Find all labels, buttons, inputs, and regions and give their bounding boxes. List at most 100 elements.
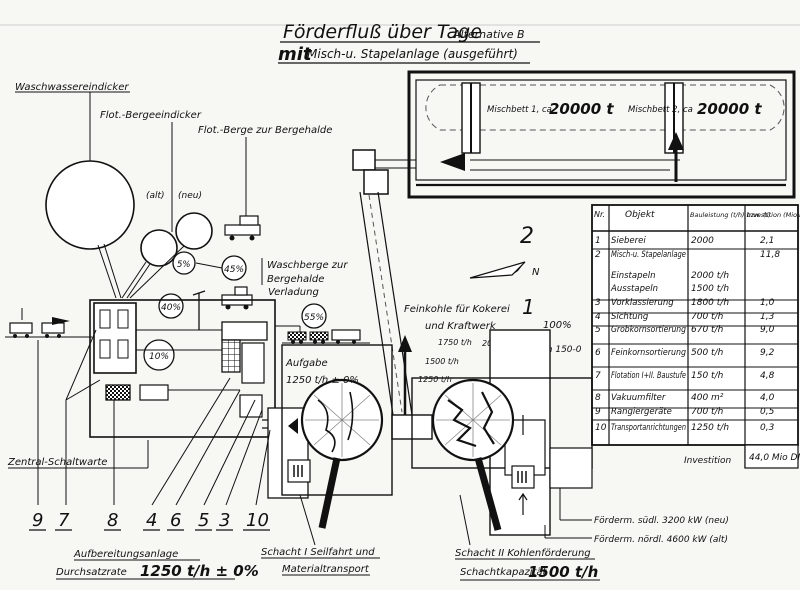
ref-number: 3 [219,510,230,531]
table-cell-nr: 9 [595,407,601,417]
pct-10-bubble [143,339,175,371]
bed1-label: Mischbett 1, ca [487,105,552,115]
th-objekt: Objekt [625,210,655,220]
schacht2-label2: Schachtkapazität [460,567,548,578]
table-cell-objekt: Einstapeln [611,271,655,281]
table-cell-nr: 1 [595,236,601,246]
th-nr: Nr. [594,210,605,219]
title-line1: Förderfluß über Tage [283,21,482,43]
table-cell-objekt: Sichtung [611,312,649,322]
transfer-tower [352,149,376,171]
dump-truck [224,215,261,241]
pct-40: 40% [161,303,181,313]
pct-45: 45% [224,265,244,275]
table-cell-investition: 4,0 [760,393,775,403]
inclined-conveyor [359,191,394,416]
waschberge-label2: Bergehalde [267,274,324,285]
table-cell-bauleistung: 400 m² [691,393,724,403]
pct-10: 10% [149,352,169,362]
storage-number: 2 [520,224,534,249]
flow-arrow-up [668,132,684,150]
bed1-capacity: 20000 t [549,100,614,118]
ref-number: 5 [198,510,209,531]
table-cell-bauleistung: 1250 t/h [691,423,729,433]
total-label: Investition [684,456,731,466]
table-cell-investition: 1,0 [760,298,775,308]
aufgabe-label2: 1250 t/h ± 0% [286,375,359,386]
table-cell-bauleistung: 2000 t/h [691,271,729,281]
table-cell-bauleistung: 670 t/h [691,325,724,335]
aufgabe-label1: Aufgabe [285,358,328,369]
title-line2: Misch-u. Stapelanlage (ausgeführt) [307,47,518,61]
table-cell-bauleistung: 700 t/h [691,312,724,322]
flow-arrow-left [440,153,465,171]
table-cell-nr: 7 [595,371,601,381]
left-train [5,308,92,338]
aufbereitung-rate: 1250 t/h ± 0% [140,562,259,580]
aufbereitung-label1: Aufbereitungsanlage [73,549,178,560]
table-cell-nr: 3 [595,298,601,308]
table-cell-investition: 0,3 [760,423,775,433]
pct-55-bubble [301,303,327,329]
schacht2-capacity: 1500 t/h [528,563,598,581]
pct-5: 5% [177,260,191,270]
bed2-label: Mischbett 2, ca [628,105,693,115]
pct-5-bubble [172,251,196,275]
table-cell-objekt: Feinkornsortierung [611,348,687,358]
neu-label: (neu) [178,191,202,201]
north-label: N [532,267,540,278]
bed-outline [425,84,785,131]
ref-number: 4 [146,510,157,531]
th-inv: Investition (Mio DM) [747,211,800,219]
bed2-capacity: 20000 t [697,100,762,118]
table-cell-investition: 2,1 [760,236,774,246]
table-cell-objekt: Flotation I+II. Baustufe [611,371,686,381]
ref-number: 7 [58,510,70,531]
aufbereitung-label2: Durchsatzrate [56,567,127,578]
alt-label: (alt) [146,191,165,201]
rate-1750: 1750 t/h [438,338,472,347]
table-cell-objekt: Vakuumfilter [611,393,666,403]
table-cell-bauleistung: 2000 [691,236,714,246]
berge-thickener-neu [175,212,213,250]
table-cell-objekt: Rangiergeräte [611,407,672,417]
table-cell-bauleistung: 700 t/h [691,407,724,417]
waschberge-label1: Waschberge zur [267,260,348,271]
vacuum-filter [105,384,131,401]
upward-arrow [398,335,412,352]
korn-label: Korn 150-0 [532,345,582,355]
storage-frame [407,70,796,199]
feinkohle-number: 1 [522,295,535,319]
title-mit: mit [278,44,313,65]
waschwasser-label: Waschwassereindicker [15,82,129,93]
screen-house [221,339,241,373]
ref-number: 6 [170,510,181,531]
title-alternative: Alternative B [452,28,525,41]
table-cell-bauleistung: 1800 t/h [691,298,729,308]
verladung-label: Verladung [268,287,319,298]
rate-1500: 1500 t/h [425,357,459,366]
north-arrow [469,261,526,279]
table-cell-bauleistung: 500 t/h [691,348,724,358]
table-cell-investition: 9,2 [760,348,775,358]
ref-number: 8 [107,510,118,531]
rate-1250: 1250 t/h [418,375,452,384]
waschwasser-thickener [45,160,135,250]
schacht1-label2: Materialtransport [282,564,370,575]
table-cell-investition: 9,0 [760,325,775,335]
zentral-label: Zentral-Schaltwarte [7,457,107,468]
foerderm-sued: Förderm. südl. 3200 kW (neu) [594,516,729,526]
ref-number: 10 [246,510,269,531]
table-cell-objekt: Vorklassierung [611,298,674,308]
table-cell-nr: 4 [595,312,601,322]
table-cell-investition: 11,8 [760,250,780,260]
schacht2-label1: Schacht II Kohlenförderung [455,548,591,559]
shaft-2 [411,329,593,536]
pct-55: 55% [304,313,324,323]
table-cell-nr: 6 [595,348,601,358]
table-cell-nr: 10 [595,423,607,433]
table-cell-objekt: Transportanrichtungen [611,423,686,433]
